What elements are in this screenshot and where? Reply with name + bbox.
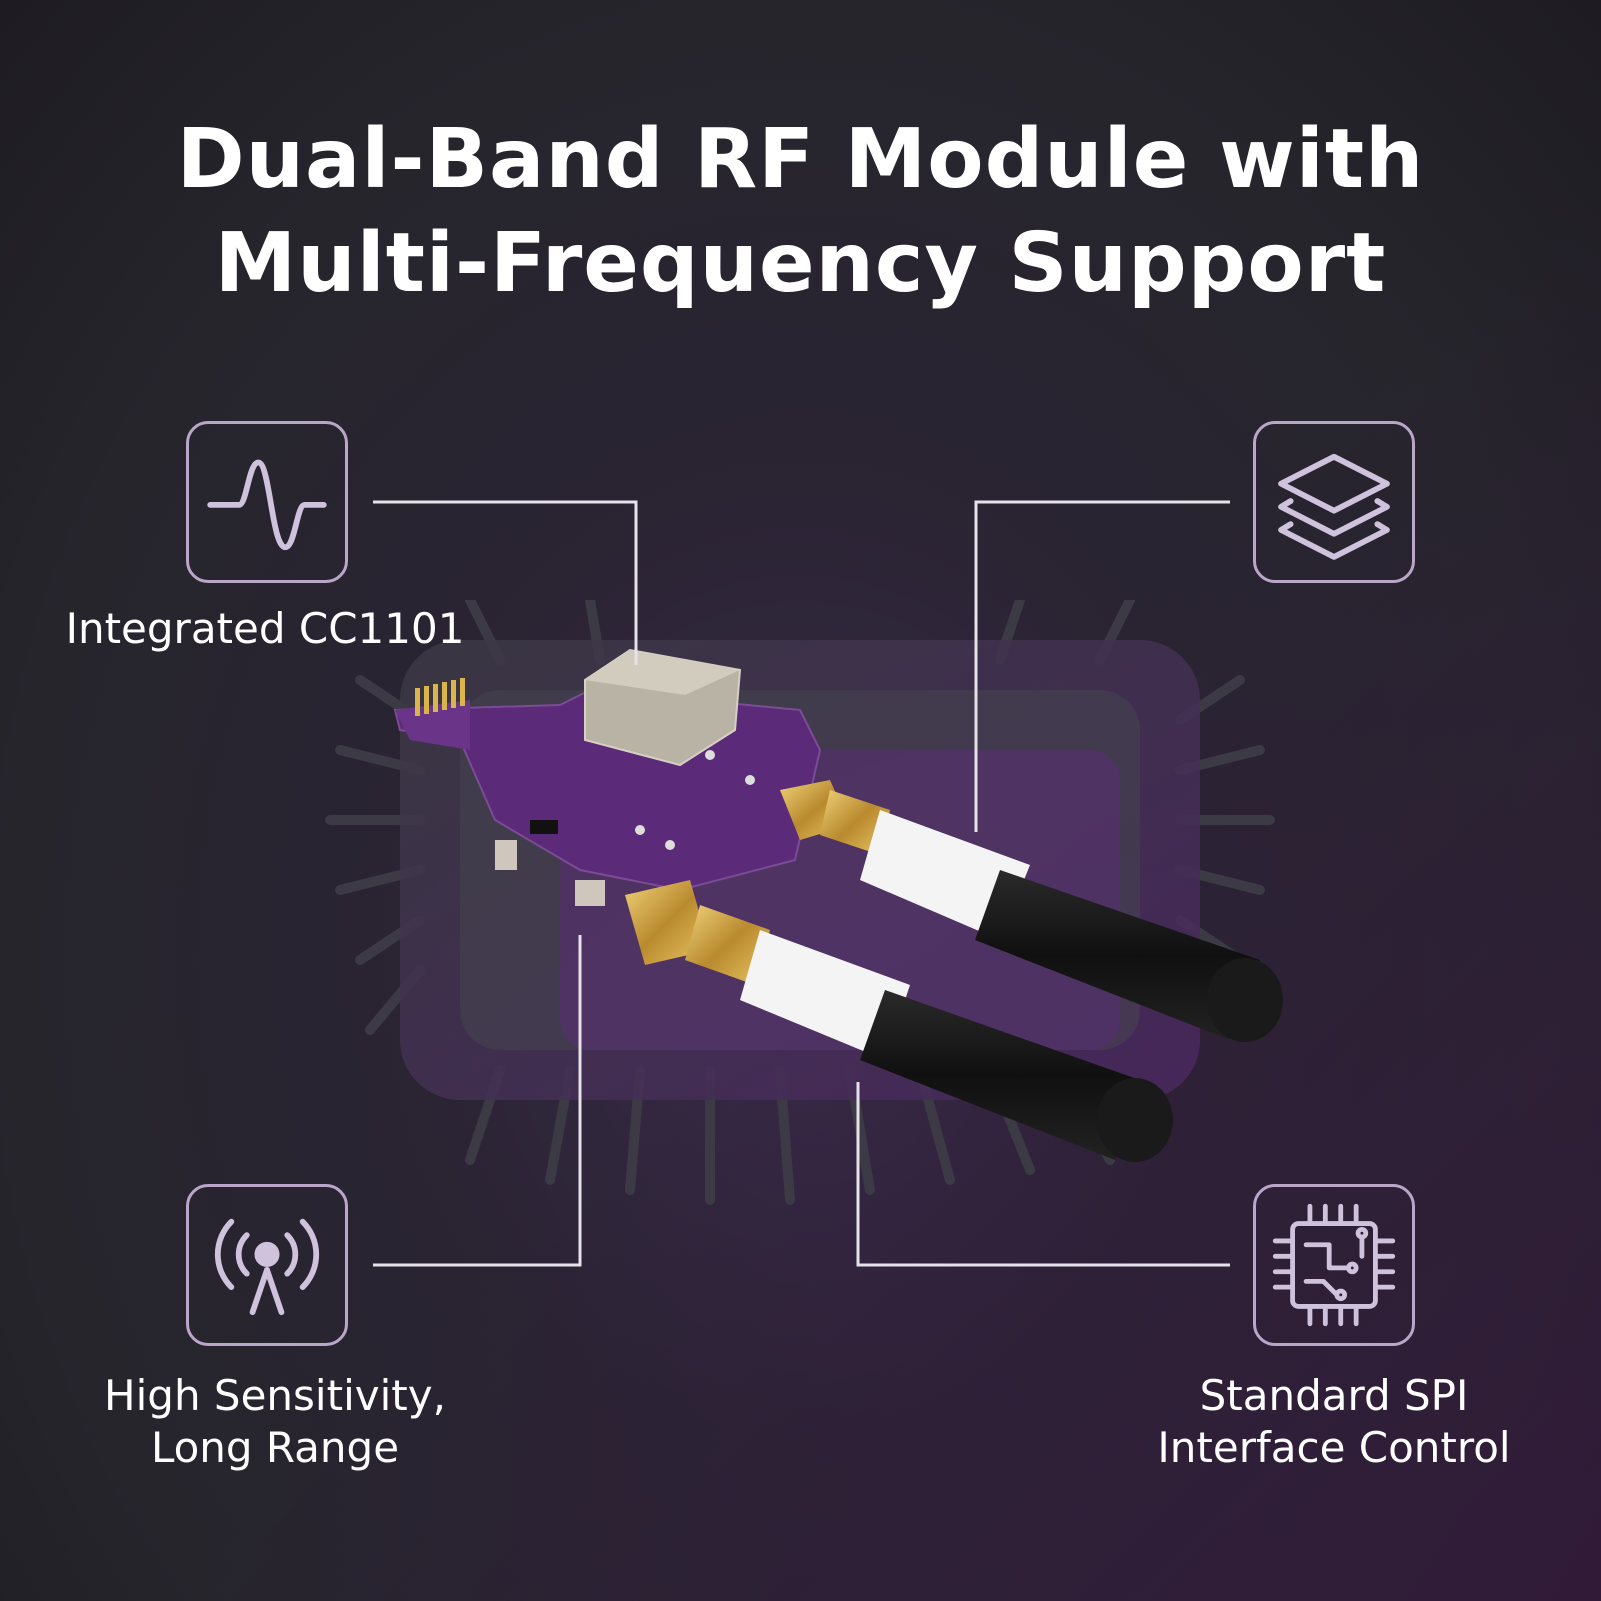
waveform-icon-box bbox=[186, 421, 348, 583]
feature-label-spi-line2: Interface Control bbox=[1157, 1423, 1511, 1472]
layers-icon-box bbox=[1253, 421, 1415, 583]
processor-icon-box bbox=[1253, 1184, 1415, 1346]
feature-label-sensitivity-line2: Long Range bbox=[150, 1423, 400, 1472]
processor-chip-icon bbox=[1272, 1203, 1396, 1327]
feature-label-spi-line1: Standard SPI bbox=[1199, 1371, 1469, 1420]
feature-label-spi: Standard SPI Interface Control bbox=[1108, 1370, 1560, 1474]
page-title: Dual-Band RF Module with Multi-Frequency… bbox=[0, 108, 1601, 316]
broadcast-antenna-icon bbox=[214, 1218, 320, 1316]
feature-label-sensitivity: High Sensitivity, Long Range bbox=[40, 1370, 510, 1474]
feature-label-sensitivity-line1: High Sensitivity, bbox=[104, 1371, 446, 1420]
feature-label-cc1101: Integrated CC1101 bbox=[65, 604, 465, 653]
rf-module-product-image bbox=[380, 640, 1320, 1200]
waveform-icon bbox=[207, 459, 327, 551]
title-line-2: Multi-Frequency Support bbox=[214, 216, 1387, 311]
layers-icon bbox=[1278, 453, 1390, 560]
title-line-1: Dual-Band RF Module with bbox=[176, 112, 1425, 207]
broadcast-icon-box bbox=[186, 1184, 348, 1346]
